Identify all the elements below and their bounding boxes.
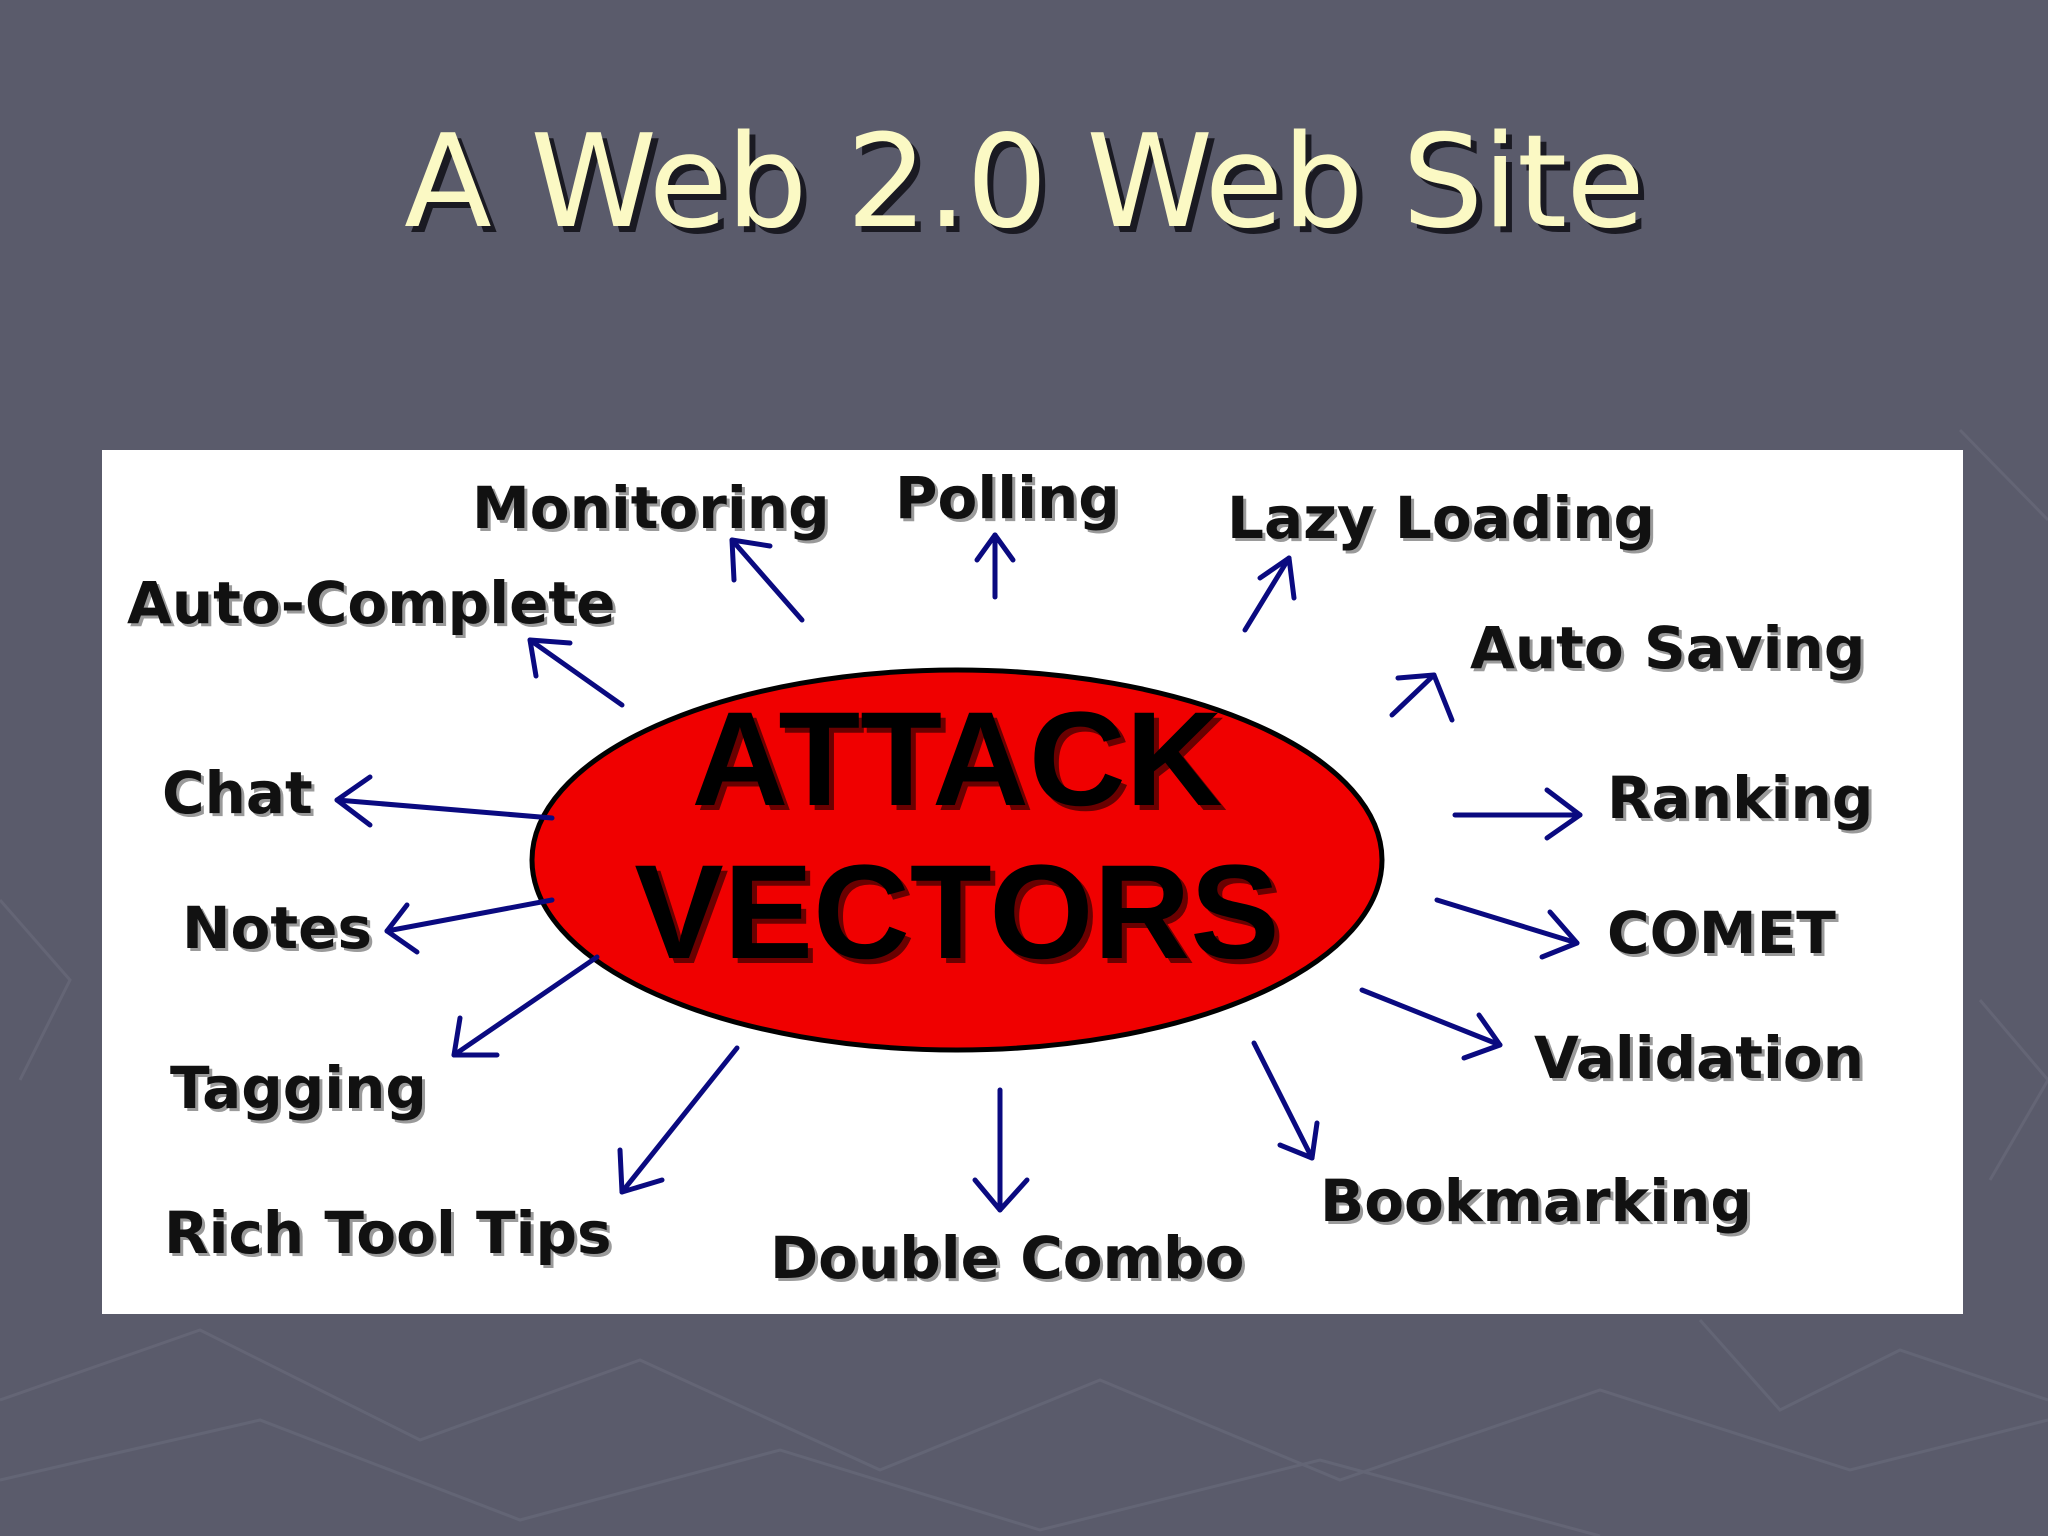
label-double-combo: Double Combo xyxy=(770,1224,1245,1292)
label-chat: Chat xyxy=(162,759,313,827)
arrow-ranking xyxy=(1452,787,1583,841)
label-tagging: Tagging xyxy=(170,1054,427,1122)
center-label-attack: ATTACK xyxy=(691,685,1223,834)
arrow-auto-complete xyxy=(527,637,625,708)
arrow-auto-saving xyxy=(1389,672,1455,723)
arrow-bookmarking xyxy=(1251,1040,1320,1161)
arrow-lazy-loading xyxy=(1242,555,1297,633)
arrow-validation xyxy=(1359,987,1503,1061)
label-auto-complete: Auto-Complete xyxy=(127,569,616,637)
arrow-rich-tool-tips xyxy=(617,1045,740,1195)
label-polling: Polling xyxy=(895,464,1120,532)
arrow-double-combo xyxy=(972,1087,1030,1213)
slide-title: A Web 2.0 Web Site xyxy=(404,108,1645,257)
label-validation: Validation xyxy=(1534,1024,1865,1092)
label-ranking: Ranking xyxy=(1607,764,1874,832)
arrow-chat xyxy=(334,774,555,828)
arrow-notes xyxy=(384,897,555,955)
label-monitoring: Monitoring xyxy=(472,474,830,542)
diagram-graphic xyxy=(334,532,1583,1213)
label-lazy-loading: Lazy Loading xyxy=(1227,484,1656,552)
center-label-vectors: VECTORS xyxy=(634,838,1280,987)
label-bookmarking: Bookmarking xyxy=(1320,1167,1752,1235)
arrow-monitoring xyxy=(729,537,805,623)
label-notes: Notes xyxy=(182,894,372,962)
arrow-tagging xyxy=(451,954,600,1058)
arrow-comet xyxy=(1434,897,1580,960)
label-comet: COMET xyxy=(1607,899,1836,967)
label-auto-saving: Auto Saving xyxy=(1470,614,1866,682)
label-rich-tool-tips: Rich Tool Tips xyxy=(164,1199,612,1267)
arrow-polling xyxy=(974,532,1016,600)
attack-vectors-ellipse xyxy=(529,667,1385,1053)
diagram-panel: ATTACK VECTORS Monitoring Polling Lazy L… xyxy=(102,450,1963,1314)
